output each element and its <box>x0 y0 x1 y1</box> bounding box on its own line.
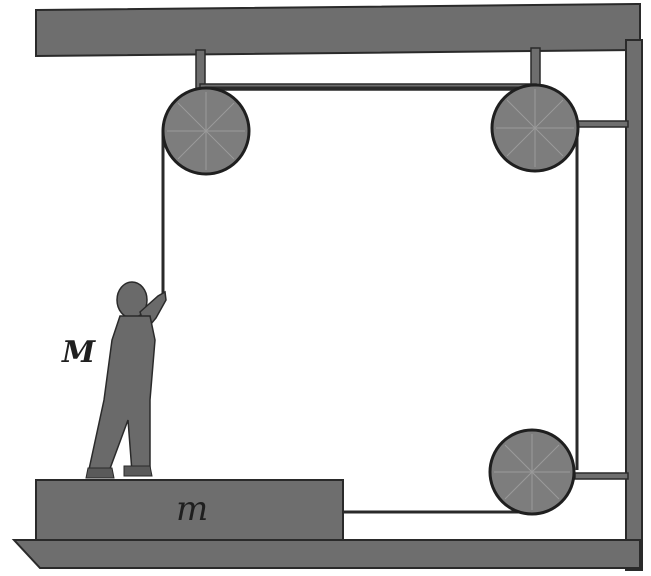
block-m <box>35 479 344 541</box>
block-label: m <box>176 489 208 529</box>
top-left-pulley <box>161 86 251 176</box>
bottom-right-pulley <box>488 428 576 516</box>
ceiling-beam <box>35 2 641 58</box>
top-right-pulley <box>490 83 580 173</box>
right-wall <box>625 39 643 571</box>
rope <box>161 86 579 514</box>
person-label: M <box>61 335 96 370</box>
lower-wall-mount <box>574 472 629 480</box>
person-figure <box>85 281 167 479</box>
upper-wall-mount <box>574 120 629 128</box>
floor <box>11 539 641 569</box>
